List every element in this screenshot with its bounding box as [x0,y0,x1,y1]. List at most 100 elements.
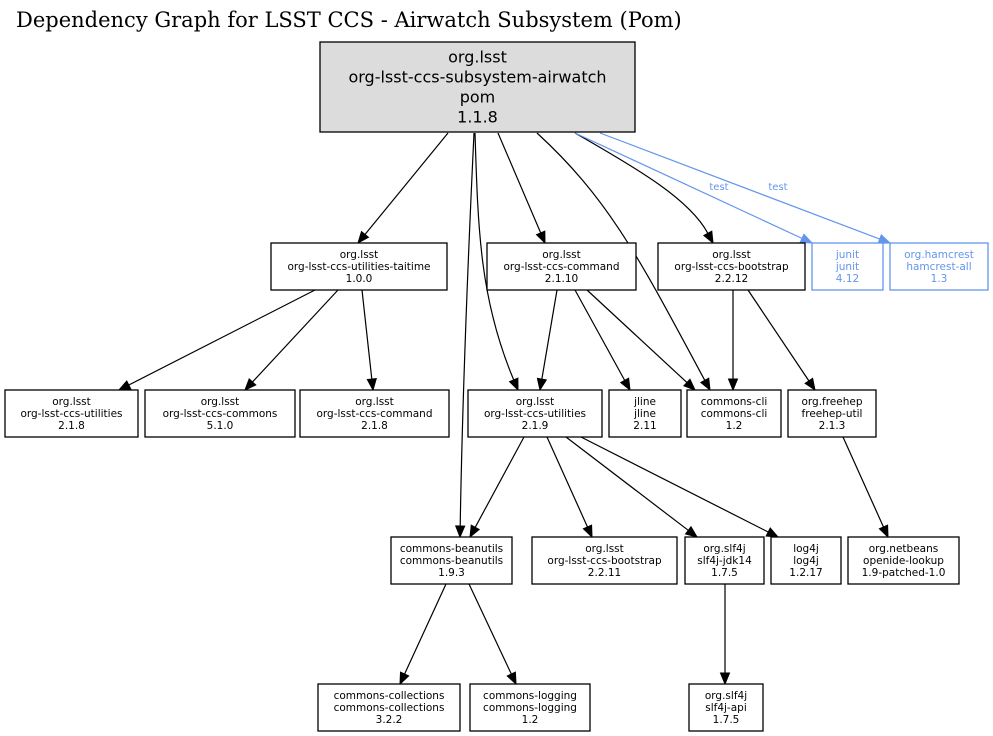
edge-bootstrap2212-to-freehep [747,289,816,392]
node-collections[interactable]: commons-collectionscommons-collections3.… [317,683,461,732]
arrowhead-icon [727,378,739,392]
node-box [390,536,513,585]
node-group-id: org.lsst [585,543,624,555]
arrowhead-icon [699,377,711,392]
edge-line [541,289,558,380]
arrowhead-icon [366,377,377,392]
node-version: 1.7.5 [711,567,738,579]
node-version: 2.1.9 [522,420,549,432]
node-version: 2.2.12 [715,273,748,285]
node-box [889,242,989,291]
node-group-id: org.freehep [801,396,862,408]
node-version: 5.1.0 [207,420,234,432]
edge-command210-to-commonscli [586,289,696,391]
edge-line [128,289,316,386]
node-box [688,683,764,732]
node-version: 1.9.3 [438,567,465,579]
node-box [684,536,765,585]
arrowhead-icon [702,230,714,245]
edge-utilities219-to-slf4jjdk14 [565,436,699,538]
node-artifact-id: org-lsst-ccs-bootstrap [674,261,789,273]
node-box [4,389,139,438]
node-artifact-id: org-lsst-ccs-subsystem-airwatch [348,68,606,87]
node-box [270,242,448,291]
arrowhead-icon [536,377,548,392]
node-box [486,242,637,291]
node-group-id: commons-cli [701,396,768,408]
edge-command210-to-utilities219 [536,289,558,392]
node-group-id: log4j [793,543,819,555]
node-artifact-id: hamcrest-all [906,261,971,273]
node-artifact-id: commons-beanutils [400,555,503,567]
node-box [531,536,678,585]
node-box [469,683,591,732]
arrowhead-icon [719,672,731,686]
node-version: 2.1.8 [58,420,85,432]
graph-title: Dependency Graph for LSST CCS - Airwatch… [16,8,682,32]
node-openide[interactable]: org.netbeansopenide-lookup1.9-patched-1.… [847,536,960,585]
node-version: 2.2.11 [588,567,621,579]
node-artifact-id: freehep-util [802,408,863,420]
node-group-id: org.lsst [516,396,555,408]
edge-root-to-beanutils [454,132,475,539]
node-artifact-id: commons-cli [701,408,768,420]
node-box [299,389,450,438]
edge-root-to-junit: test [574,132,814,244]
arrowhead-icon [357,230,370,245]
edge-line [565,436,689,531]
edge-line [536,132,706,381]
node-version: 2.1.3 [819,420,846,432]
edge-root-to-taitime [357,132,449,245]
edge-line [459,132,475,527]
node-version: 2.1.10 [545,273,578,285]
node-taitime[interactable]: org.lsstorg-lsst-ccs-utilities-taitime1.… [270,242,448,291]
node-artifact-id: commons-logging [483,702,577,714]
node-group-id: commons-logging [483,690,577,702]
node-packaging: pom [460,88,496,107]
edge-line [361,289,373,380]
edge-utilities219-to-bootstrap2211 [546,436,593,539]
node-artifact-id: jline [633,408,656,420]
edge-slf4jjdk14-to-slf4japi [719,584,731,686]
node-artifact-id: org-lsst-ccs-command [504,261,620,273]
edge-line [747,289,810,382]
edge-line [497,132,542,234]
node-group-id: junit [835,249,859,261]
edge-utilities219-to-log4j [580,436,780,538]
node-artifact-id: org-lsst-ccs-utilities-taitime [287,261,430,273]
node-version: 1.0.0 [346,273,373,285]
edge-line [474,132,515,381]
node-version: 4.12 [836,273,859,285]
node-root[interactable]: org.lsstorg-lsst-ccs-subsystem-airwatchp… [319,41,636,133]
arrowhead-icon [765,527,780,538]
edge-line [468,583,512,675]
node-version: 1.2 [726,420,743,432]
node-version: 1.7.5 [713,714,740,726]
edge-scope-label: test [768,182,787,193]
arrowhead-icon [469,524,481,539]
node-box [811,242,884,291]
node-version: 3.2.2 [376,714,403,726]
node-layer: org.lsst org-lsst-ccs-subsystem-airwatchp… [4,41,989,732]
node-artifact-id: org-lsst-ccs-bootstrap [547,555,662,567]
node-group-id: org.slf4j [703,543,745,555]
arrowhead-icon [399,671,410,686]
